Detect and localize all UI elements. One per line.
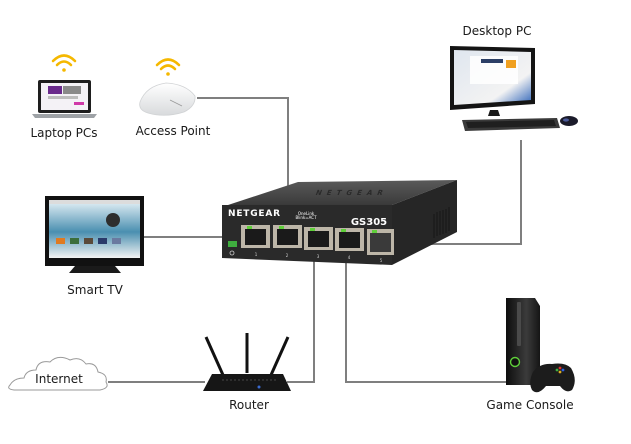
- wire-router-to-port-3: [287, 247, 315, 383]
- desktop-label: Desktop PC: [463, 24, 532, 38]
- power-icon: [229, 250, 235, 256]
- switch-port-5[interactable]: [367, 229, 394, 255]
- internet-label: Internet: [35, 372, 83, 386]
- smart-tv-icon: [45, 196, 144, 273]
- laptop-label: Laptop PCs: [30, 126, 97, 140]
- wifi-icon: [155, 58, 181, 76]
- switch-led-label-1: OneLink: [298, 211, 315, 216]
- router-icon: [203, 333, 291, 391]
- access-point-label: Access Point: [136, 124, 211, 138]
- switch-model: GS305: [351, 217, 387, 228]
- switch-port-3[interactable]: [304, 227, 333, 250]
- game-console-label: Game Console: [486, 398, 573, 412]
- port-number-5: 5: [380, 258, 383, 263]
- switch-port-1[interactable]: [241, 225, 270, 248]
- port-number-1: 1: [255, 252, 258, 257]
- laptop-icon: [32, 54, 97, 118]
- wifi-icon: [51, 54, 77, 72]
- internet-cloud-icon: [8, 356, 108, 391]
- game-console-icon: [506, 298, 575, 393]
- wire-console-to-port-4: [345, 247, 508, 383]
- access-point-icon: [139, 58, 196, 116]
- switch-port-4[interactable]: [335, 228, 364, 251]
- port-number-3: 3: [317, 254, 320, 259]
- network-switch: NETGEAR NETGEAR OneLink Blink=ACT GS305: [222, 180, 457, 265]
- svg-text:NETGEAR: NETGEAR: [314, 188, 389, 197]
- desktop-pc-icon: [450, 46, 578, 131]
- port-number-4: 4: [348, 255, 351, 260]
- router-label: Router: [229, 398, 269, 412]
- switch-ports: [241, 225, 394, 255]
- switch-brand: NETGEAR: [228, 209, 281, 219]
- switch-led-label-2: Blink=ACT: [295, 215, 317, 220]
- power-led: [228, 241, 237, 247]
- port-number-2: 2: [286, 253, 289, 258]
- smart-tv-label: Smart TV: [67, 283, 123, 297]
- switch-port-2[interactable]: [273, 225, 302, 248]
